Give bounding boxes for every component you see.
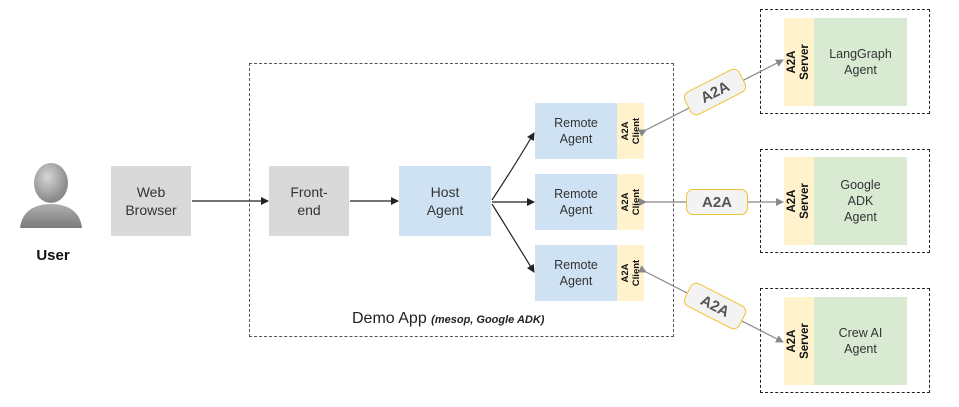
user-avatar-icon — [16, 160, 86, 230]
demo-app-caption: Demo App (mesop, Google ADK) — [352, 310, 544, 328]
crew-ai-agent-node: Crew AI Agent — [814, 297, 907, 385]
demo-app-title: Demo App — [352, 310, 427, 327]
a2a-server-tab-2: A2A Server — [784, 157, 814, 245]
demo-app-subtitle: (mesop, Google ADK) — [431, 314, 545, 326]
a2a-server-tab-3: A2A Server — [784, 297, 814, 385]
remote-agent-1: Remote Agent — [535, 103, 617, 159]
web-browser-node: Web Browser — [111, 166, 191, 236]
user-label: User — [36, 247, 70, 264]
a2a-protocol-badge-2: A2A — [686, 189, 748, 215]
frontend-node: Front- end — [269, 166, 349, 236]
langgraph-agent-node: LangGraph Agent — [814, 18, 907, 106]
host-agent-node: Host Agent — [399, 166, 491, 236]
google-adk-agent-node: Google ADK Agent — [814, 157, 907, 245]
remote-agent-2: Remote Agent — [535, 174, 617, 230]
a2a-server-tab-1: A2A Server — [784, 18, 814, 106]
arrow-host-to-remote-1 — [491, 132, 535, 201]
remote-agent-3: Remote Agent — [535, 245, 617, 301]
arrow-host-to-remote-3 — [491, 203, 535, 273]
